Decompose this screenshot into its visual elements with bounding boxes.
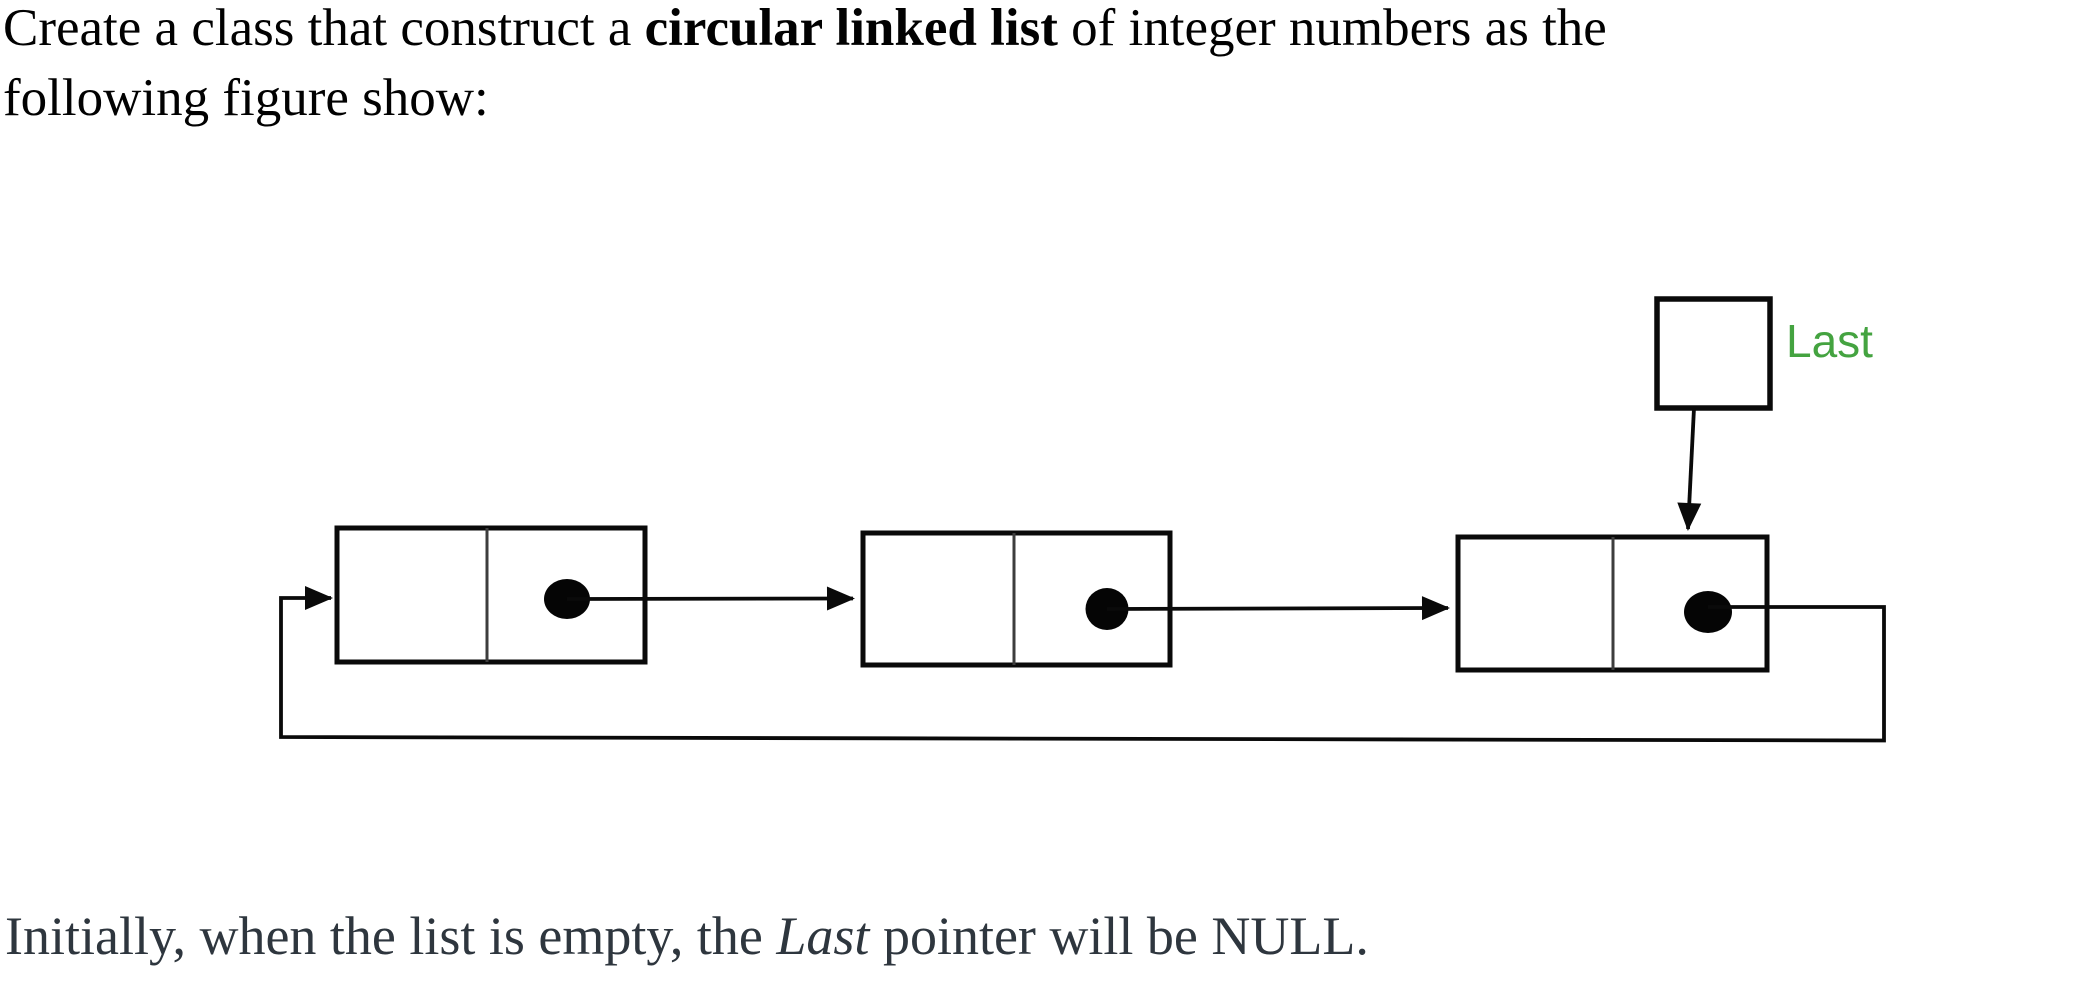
node-1-box [334,525,648,665]
last-pointer [1654,296,1773,531]
node-3-pointer-dot [1684,591,1732,633]
node-2-box [860,530,1173,668]
node-2 [860,530,1173,668]
intro-text-bold-phrase: circular linked list [644,0,1058,57]
node-1 [334,525,648,665]
arrow-node2-to-node3 [1106,596,1450,621]
last-pointer-box [1654,296,1773,411]
intro-paragraph: Create a class that construct a circular… [3,0,2080,133]
intro-text-normal-1: Create a class that construct a [3,0,645,57]
last-pointer-arrow [1677,407,1702,531]
outro-text-normal-2: pointer will be NULL. [869,906,1369,966]
outro-text-normal-1: Initially, when the list is empty, the [5,906,777,966]
arrow-node1-to-node2 [566,586,855,611]
intro-text-line-2: following figure show: [3,69,489,127]
last-pointer-label: Last [1786,315,1873,367]
outro-text-italic-last: Last [776,906,870,966]
intro-text-normal-2: of integer numbers as the [1057,0,1607,57]
arrow-node3-loop-to-node1 [279,586,1886,743]
outro-paragraph: Initially, when the list is empty, the L… [5,903,2075,969]
node-3 [1455,534,1770,673]
